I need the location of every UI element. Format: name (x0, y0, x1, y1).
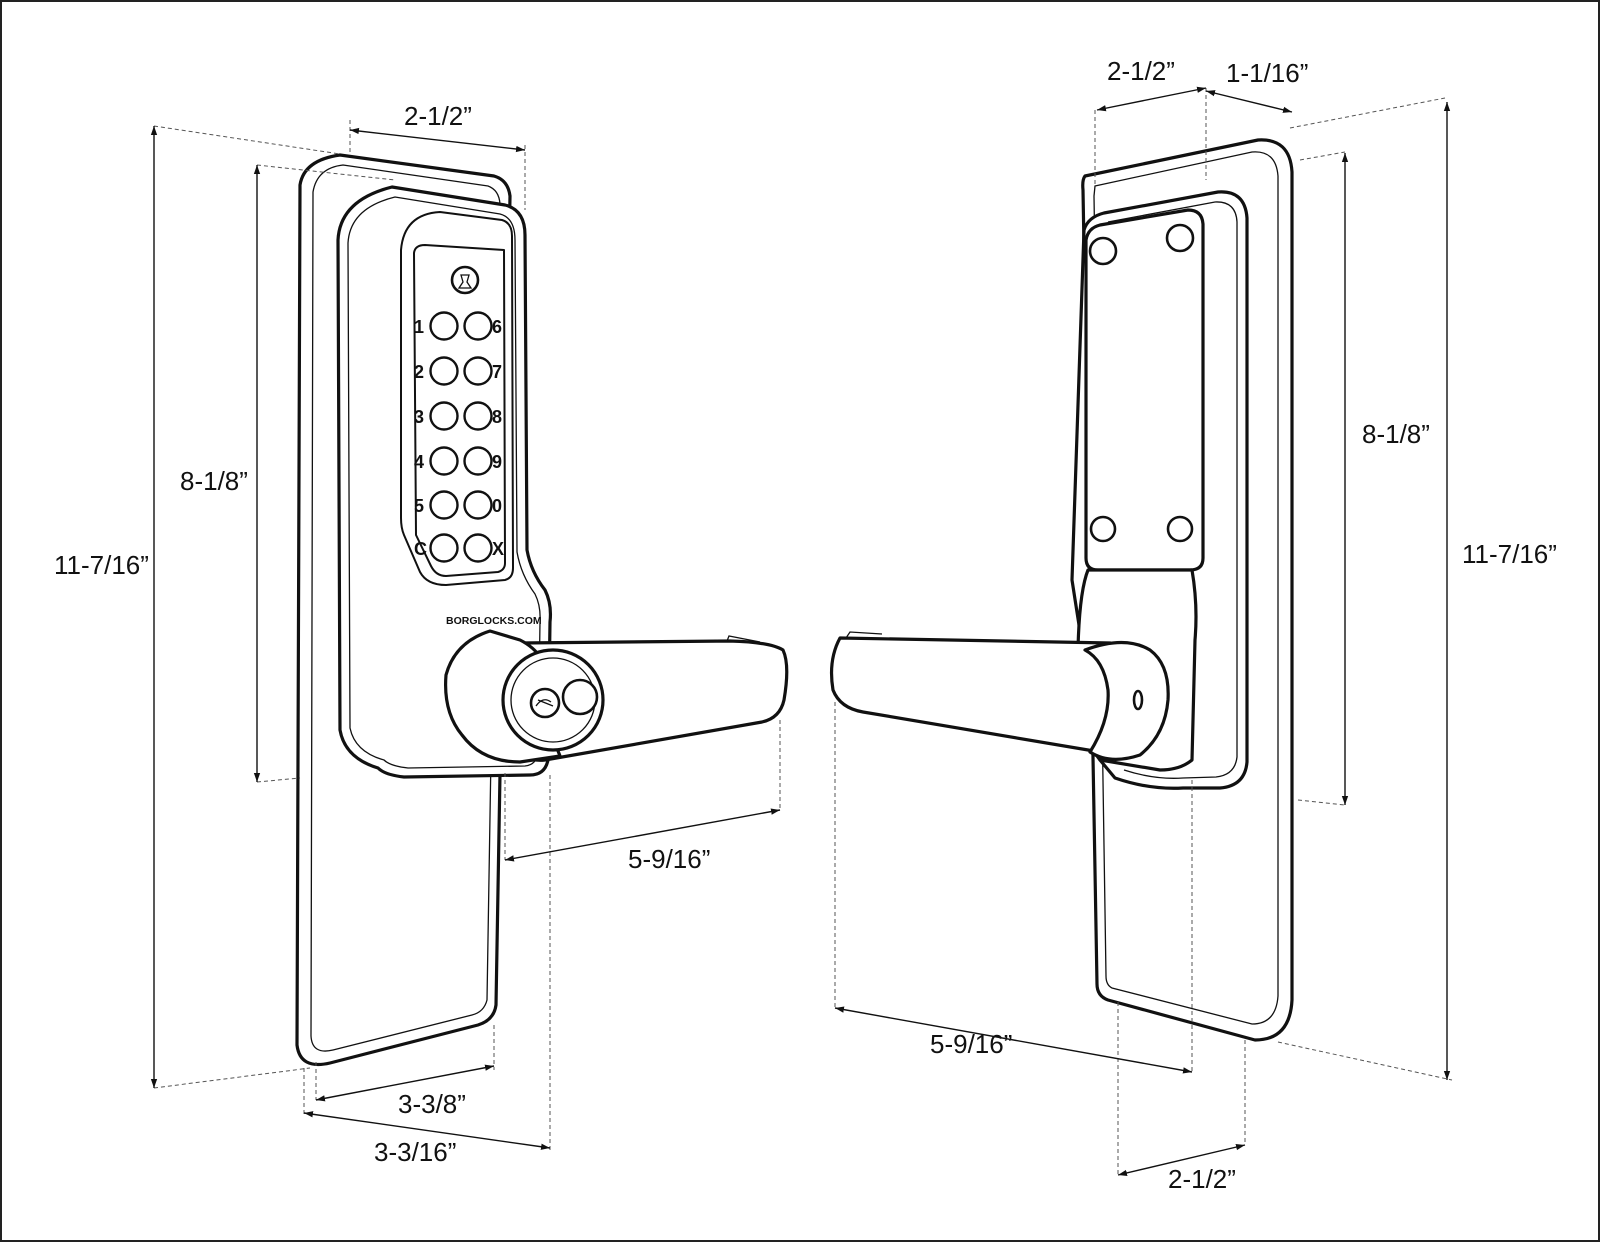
key-label-5: 5 (414, 496, 424, 516)
dim-back-lever-length: 5-9/16” (930, 1029, 1012, 1059)
dim-line-back-plate-width (1117, 1144, 1246, 1176)
keypad-bezel (400, 211, 514, 586)
dim-back-total-height: 11-7/16” (1462, 539, 1557, 569)
lever-cylinder-tail (561, 678, 599, 716)
back-lever-rose (1083, 640, 1170, 761)
dim-line-back-body-width (1096, 86, 1207, 112)
key-label-4: 4 (414, 452, 424, 472)
mounting-screw-bottom-right (1166, 515, 1194, 543)
key-button-6[interactable] (463, 311, 493, 341)
key-label-c: C (414, 539, 427, 559)
dim-line-front-lever-length (504, 808, 781, 862)
key-label-0: 0 (492, 496, 502, 516)
dim-back-plate-width: 2-1/2” (1168, 1164, 1236, 1194)
key-label-6: 6 (492, 317, 502, 337)
dim-line-back-depth (1205, 90, 1293, 113)
dim-line-front-overall-width (303, 1111, 551, 1150)
key-label-9: 9 (492, 452, 502, 472)
key-button-9[interactable] (463, 446, 493, 476)
key-label-8: 8 (492, 407, 502, 427)
key-icon (535, 699, 554, 707)
dim-front-total-height: 11-7/16” (54, 550, 149, 580)
thumbturn-pin (1132, 689, 1144, 711)
dim-line-back-lever-length (834, 1006, 1193, 1074)
key-button-5[interactable] (429, 490, 459, 520)
key-button-1[interactable] (429, 311, 459, 341)
back-lock-body-edge (1107, 201, 1238, 779)
dimension-lines (150, 86, 1451, 1176)
dim-front-overall-width: 3-3/16” (374, 1137, 456, 1167)
key-button-8[interactable] (463, 401, 493, 431)
key-label-x: X (492, 539, 504, 559)
key-label-1: 1 (414, 317, 424, 337)
dim-back-body-height: 8-1/8” (1362, 419, 1430, 449)
dimension-labels: 11-7/16” 8-1/8” 2-1/2” 5-9/16” 3-3/8” 3-… (54, 56, 1557, 1194)
override-key-cylinder[interactable] (450, 265, 480, 295)
key-button-0[interactable] (463, 490, 493, 520)
key-button-4[interactable] (429, 446, 459, 476)
dim-line-front-body-width (349, 127, 526, 153)
back-lock-view (829, 138, 1294, 1042)
mounting-screw-top-left (1088, 236, 1118, 266)
key-label-7: 7 (492, 362, 502, 382)
dim-front-body-width: 2-1/2” (404, 101, 472, 131)
dim-back-body-width: 2-1/2” (1107, 56, 1175, 86)
key-button-2[interactable] (429, 356, 459, 386)
keyway-icon (457, 274, 473, 289)
back-back-plate-bevel (1093, 151, 1279, 1025)
dim-back-depth: 1-1/16” (1226, 58, 1308, 88)
dim-front-lever-length: 5-9/16” (628, 844, 710, 874)
key-label-3: 3 (414, 407, 424, 427)
key-button-3[interactable] (429, 401, 459, 431)
front-keypad-body-edge (347, 196, 541, 769)
front-keypad-body (336, 185, 553, 779)
keypad-buttons (429, 311, 493, 563)
dim-front-body-height: 8-1/8” (180, 466, 248, 496)
brand-label: BORGLOCKS.COM (446, 615, 542, 627)
back-lever-edge (845, 631, 883, 639)
dim-front-plate-width: 3-3/8” (398, 1089, 466, 1119)
key-button-x[interactable] (463, 533, 493, 563)
key-button-c[interactable] (429, 533, 459, 563)
front-lock-view: 1 2 3 4 5 C 6 7 8 9 0 X BORGLOCKS.COM (295, 153, 789, 1067)
keypad-panel (413, 244, 506, 577)
front-back-plate-bevel (310, 164, 501, 1052)
front-lever-edge (726, 635, 761, 643)
mounting-screw-bottom-left (1089, 515, 1117, 543)
key-button-7[interactable] (463, 356, 493, 386)
mounting-screw-top-right (1165, 223, 1195, 253)
key-label-2: 2 (414, 362, 424, 382)
dim-line-front-plate-width (315, 1064, 495, 1102)
